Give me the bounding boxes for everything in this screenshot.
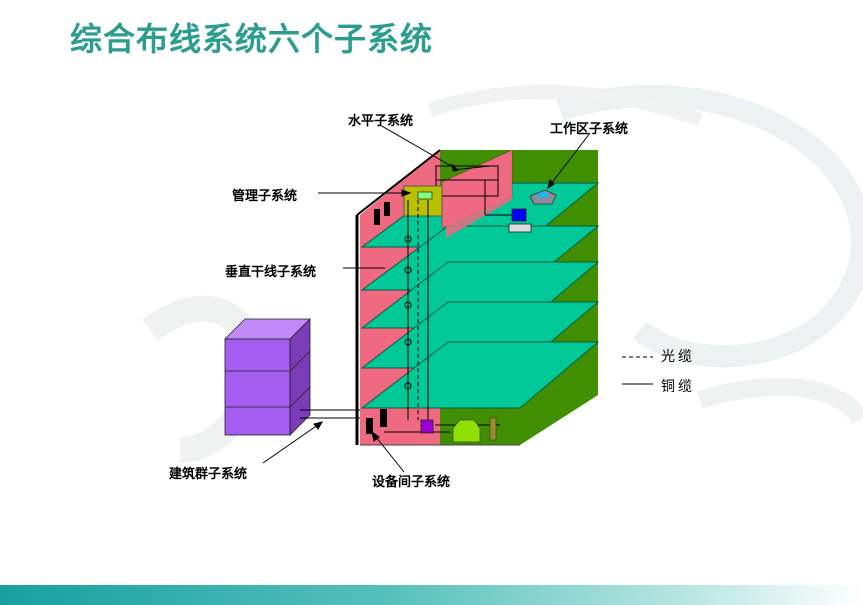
label-campus-subsystem: 建筑群子系统: [169, 467, 248, 482]
bottom-accent-bar: [0, 585, 863, 605]
horizontal-partition-right: [446, 150, 512, 238]
floor-slab: [360, 341, 600, 409]
campus-building: [224, 318, 311, 436]
legend-copper-label: 铜缆: [661, 379, 695, 395]
label-equipment-room-subsystem: 设备间子系统: [372, 475, 451, 490]
label-admin-subsystem: 管理子系统: [232, 189, 298, 204]
horizontal-cable-run: [435, 165, 499, 197]
label-backbone-subsystem: 垂直干线子系统: [225, 265, 317, 280]
equipment-room: [384, 417, 500, 443]
work-area-equipment: [508, 189, 557, 233]
label-horizontal-subsystem: 水平子系统: [348, 114, 414, 129]
admin-patch-panel: [403, 185, 443, 217]
label-work-area-subsystem: 工作区子系统: [550, 122, 629, 137]
legend-fiber-label: 光缆: [661, 349, 695, 365]
page-title: 综合布线系统六个子系统: [70, 20, 434, 58]
